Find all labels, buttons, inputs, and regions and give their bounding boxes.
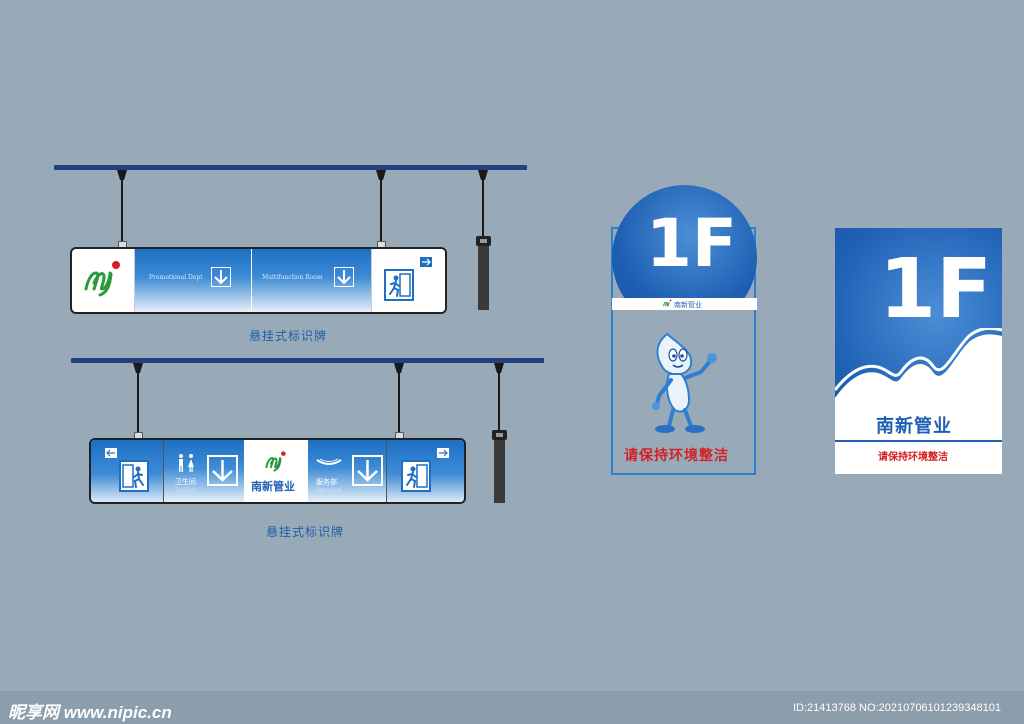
- emergency-exit-icon: [384, 269, 414, 301]
- panel-exit-left: [91, 440, 163, 502]
- watermark-id: ID:21413768 NO:20210706101239348101: [793, 702, 1001, 714]
- panel-promotional-label: Promotional Dept: [149, 274, 203, 281]
- hanging-sign-top: Promotional Dept Multifunction Room: [70, 247, 447, 314]
- slogan: 请保持环境整洁: [878, 452, 948, 463]
- slogan: 请保持环境整洁: [624, 447, 729, 463]
- down-arrow-icon: [334, 267, 354, 287]
- top-clamp-3: [478, 170, 488, 180]
- lower-rail: [71, 358, 544, 363]
- service-label-en: Service: [316, 487, 342, 494]
- smile-icon: [316, 458, 342, 465]
- divider: [251, 249, 252, 312]
- panel-exit-right: [387, 440, 464, 502]
- brand-small: 南新管业: [674, 302, 702, 309]
- sign-caption-1: 悬挂式标识牌: [249, 329, 328, 343]
- top-weight: [476, 236, 491, 310]
- exit-cell: [372, 249, 445, 312]
- divider: [386, 440, 387, 502]
- top-rail: [54, 165, 527, 170]
- watermark-bar: 昵享网 www.nipic.cn ID:21413768 NO:20210706…: [0, 691, 1024, 724]
- panel-promotional: Promotional Dept: [135, 249, 251, 312]
- company-logo-icon: [265, 451, 286, 472]
- lower-clamp-1: [133, 363, 143, 373]
- company-logo-icon: [663, 299, 672, 307]
- right-arrow-icon: [420, 257, 432, 267]
- down-arrow-icon: [207, 455, 238, 486]
- floor-number: 1F: [646, 205, 738, 282]
- service-label: 服务部: [316, 479, 337, 486]
- top-rod-1: [121, 178, 123, 246]
- floor-badge: 1F 南新管业: [612, 185, 757, 310]
- down-arrow-icon: [352, 455, 383, 486]
- divider: [163, 440, 164, 502]
- floor-number: 1F: [879, 242, 993, 337]
- toilet-icon: [179, 454, 194, 472]
- panel-service: 服务部 Service: [308, 440, 386, 502]
- panel-multifunction-label: Multifunction Room: [262, 274, 323, 281]
- panel-toilet: 卫生间 Toilet: [164, 440, 244, 502]
- lower-rod-2: [398, 371, 400, 437]
- brand-name: 南新管业: [876, 416, 952, 436]
- divider: [371, 249, 372, 312]
- lower-rod-3: [498, 371, 500, 431]
- lower-clamp-3: [494, 363, 504, 373]
- brand-cell: 南新管业: [244, 440, 308, 502]
- emergency-exit-icon: [401, 460, 431, 492]
- brand-name: 南新管业: [251, 481, 295, 493]
- hanging-sign-lower: 卫生间 Toilet 南新管业 服务部 Service: [89, 438, 466, 504]
- lower-rod-1: [137, 371, 139, 437]
- lower-weight: [492, 430, 507, 503]
- water-drop-mascot-icon: [652, 332, 717, 433]
- emergency-exit-icon: [119, 460, 149, 492]
- top-rod-2: [380, 178, 382, 246]
- brand-underline: [835, 440, 1002, 442]
- top-rod-3: [482, 178, 484, 238]
- down-arrow-icon: [211, 267, 231, 287]
- divider: [134, 249, 135, 312]
- wave-decoration-icon: [835, 328, 1002, 474]
- top-clamp-2: [376, 170, 386, 180]
- floor-sign-rect: 1F 南新管业 请保持环境整洁: [835, 228, 1002, 474]
- toilet-label: 卫生间: [175, 479, 196, 486]
- company-logo-icon: [84, 261, 120, 297]
- toilet-label-en: Toilet: [175, 487, 197, 494]
- top-clamp-1: [117, 170, 127, 180]
- watermark-site: 昵享网 www.nipic.cn: [8, 703, 172, 722]
- right-arrow-icon: [437, 448, 449, 458]
- panel-multifunction: Multifunction Room: [252, 249, 371, 312]
- sign-caption-2: 悬挂式标识牌: [266, 525, 345, 539]
- left-arrow-icon: [105, 448, 117, 458]
- lower-clamp-2: [394, 363, 404, 373]
